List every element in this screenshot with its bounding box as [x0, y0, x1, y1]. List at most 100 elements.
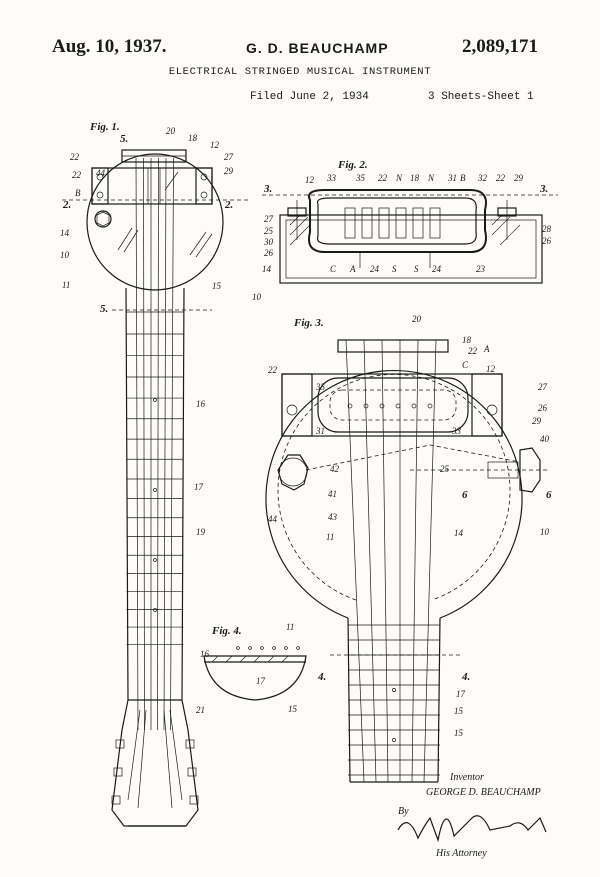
- ref-numeral-fig2: 24: [432, 264, 442, 274]
- ref-numeral-fig3: 33: [451, 426, 462, 436]
- ref-numeral-fig1: 17: [194, 482, 204, 492]
- section-2-right: 2.: [224, 199, 233, 211]
- ref-numeral-fig4: 17: [256, 676, 266, 686]
- ref-numeral-fig3: 15: [454, 706, 464, 716]
- ref-numeral-fig1: 29: [224, 166, 234, 176]
- fig3-string: [411, 339, 419, 783]
- fig1-body: [86, 153, 224, 291]
- ref-numeral-fig3: 20: [412, 314, 422, 324]
- ref-numeral-fig2: 29: [514, 173, 524, 183]
- ref-numeral-fig2: 22: [378, 173, 388, 183]
- fig3-string: [381, 339, 389, 783]
- section-3-left: 3.: [263, 183, 272, 195]
- ref-numeral-fig3: 10: [540, 527, 550, 537]
- ref-numeral-fig3: 14: [454, 528, 464, 538]
- ref-numeral-fig1: 22: [72, 170, 82, 180]
- sheet-count: 3 Sheets-Sheet 1: [428, 91, 534, 103]
- fig3-string: [345, 339, 365, 783]
- section-4-right: 4.: [461, 671, 470, 683]
- ref-numeral-fig1: 22: [70, 152, 80, 162]
- ref-numeral-fig2: 25: [264, 226, 274, 236]
- ref-numeral-fig2: N: [427, 173, 435, 183]
- fig1-string: [135, 157, 139, 731]
- filed-date: Filed June 2, 1934: [250, 91, 369, 103]
- ref-numeral-fig2: 30: [263, 237, 274, 247]
- attorney-label: His Attorney: [435, 848, 487, 859]
- by-label: By: [398, 806, 409, 817]
- fig2-body-box: [279, 214, 543, 284]
- ref-numeral-fig2: 27: [264, 214, 274, 224]
- fig4-neck-section: [203, 646, 307, 701]
- fig1-headstock: [111, 699, 199, 827]
- ref-numeral-fig1: 19: [196, 527, 206, 537]
- ref-numeral-fig3: 15: [454, 728, 464, 738]
- section-3-right: 3.: [539, 183, 548, 195]
- ref-numeral-fig1: 21: [196, 705, 205, 715]
- ref-numeral-fig3: 43: [328, 512, 338, 522]
- ref-numeral-fig2: 31: [447, 173, 457, 183]
- fig1-strings: [135, 157, 174, 731]
- ref-numeral-fig1: 16: [196, 399, 206, 409]
- fig1-string: [163, 157, 167, 731]
- fig2-label: Fig. 2.: [337, 159, 368, 171]
- ref-numeral-fig1: 10: [60, 250, 70, 260]
- ref-numeral-fig1: 11: [62, 280, 70, 290]
- ref-numeral-fig2: 32: [477, 173, 488, 183]
- ref-numeral-fig2: 22: [496, 173, 506, 183]
- inventor-signature-name: GEORGE D. BEAUCHAMP: [426, 787, 541, 798]
- section-2-left: 2.: [62, 199, 71, 211]
- ref-numeral-fig2: C: [330, 264, 337, 274]
- fig1-volume-knob: [94, 210, 112, 228]
- ref-numeral-fig2: 33: [326, 173, 337, 183]
- fig1-string: [143, 157, 145, 731]
- ref-numeral-fig2: 10: [252, 292, 262, 302]
- fig4-outline: [203, 655, 307, 701]
- ref-numeral-fig2: N: [395, 173, 403, 183]
- ref-numeral-fig2: 26: [542, 236, 552, 246]
- fig1-string: [170, 157, 174, 731]
- fig3-body: [265, 339, 548, 783]
- signature-block: Inventor GEORGE D. BEAUCHAMP By His Atto…: [397, 772, 547, 859]
- ref-numeral-fig3: 31: [315, 426, 325, 436]
- fig2-magnet: [308, 189, 487, 253]
- inventor-name: G. D. BEAUCHAMP: [246, 40, 389, 56]
- ref-numeral-fig3: 44: [268, 514, 278, 524]
- fig3-label: Fig. 3.: [293, 317, 324, 329]
- ref-numeral-fig3: 26: [538, 403, 548, 413]
- ref-numeral-fig1: B: [75, 188, 81, 198]
- ref-numeral-fig3: 42: [330, 464, 340, 474]
- patent-title: ELECTRICAL STRINGED MUSICAL INSTRUMENT: [168, 66, 432, 78]
- ref-numeral-fig2: 18: [410, 173, 420, 183]
- ref-numeral-fig2: S: [392, 264, 397, 274]
- ref-numeral-fig2: 28: [542, 224, 552, 234]
- fig3-strings: [345, 339, 437, 783]
- section-5-top: 5.: [120, 133, 128, 145]
- fig1-label: Fig. 1.: [89, 121, 120, 133]
- ref-numeral-fig3: 41: [328, 489, 337, 499]
- ref-numeral-fig2: B: [460, 173, 466, 183]
- fig3-volume-knob: [277, 454, 309, 491]
- ref-numeral-fig1: 14: [60, 228, 70, 238]
- ref-numeral-fig3: 12: [486, 364, 496, 374]
- ref-numeral-fig4: 15: [288, 704, 298, 714]
- attorney-signature: [397, 815, 547, 843]
- section-6-right: 6: [546, 489, 552, 501]
- ref-numeral-fig3: 35: [315, 382, 326, 392]
- section-5-bottom: 5.: [100, 303, 108, 315]
- ref-numeral-fig3: C: [462, 360, 469, 370]
- fig1-string: [157, 157, 159, 731]
- fig3-string: [423, 339, 437, 783]
- ref-numeral-fig1: 44: [96, 168, 106, 178]
- ref-numeral-fig1: 27: [224, 152, 234, 162]
- section-4-left: 4.: [317, 671, 326, 683]
- patent-number: 2,089,171: [462, 36, 538, 57]
- section-6-left: 6: [462, 489, 468, 501]
- ref-numeral-fig3: 25: [440, 464, 450, 474]
- fig1-instrument: [62, 149, 250, 827]
- ref-numeral-fig3: 17: [456, 689, 466, 699]
- ref-numeral-fig3: 27: [538, 382, 548, 392]
- ref-numeral-fig3: 11: [326, 532, 334, 542]
- ref-numeral-fig2: 35: [355, 173, 366, 183]
